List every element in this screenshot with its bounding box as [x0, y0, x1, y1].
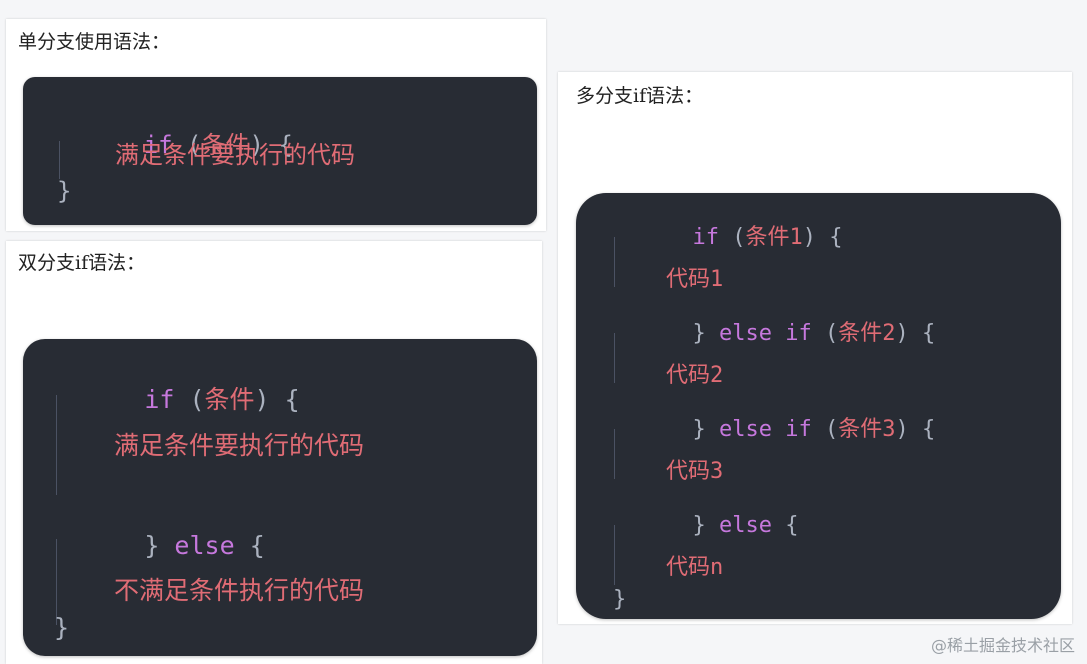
open-brace: { — [771, 513, 799, 538]
indent-guide — [56, 539, 57, 625]
close-paren-brace: ) { — [895, 321, 936, 346]
code-line-close-brace: } — [613, 587, 627, 612]
code-line-else-if-3: } else if (条件3) { — [613, 397, 935, 463]
multi-branch-code-block: if (条件1) { 代码1 } else if (条件2) { 代码2 } e… — [576, 193, 1061, 619]
keyword-else: else — [174, 531, 235, 560]
indent-guide — [614, 333, 615, 383]
code-line-else-body: 不满足条件执行的代码 — [114, 576, 365, 605]
code-line-if: if (条件) { — [54, 362, 300, 437]
code-line-else: } else { — [54, 508, 265, 583]
open-paren: ( — [174, 385, 205, 414]
open-paren: ( — [811, 417, 839, 442]
single-branch-panel: 单分支使用语法： if (条件) { 满足条件要执行的代码 } — [6, 19, 546, 231]
condition-text: 条件3 — [838, 417, 896, 442]
double-branch-caption: 双分支if语法： — [18, 252, 146, 274]
keyword-if: if — [144, 385, 175, 414]
close-paren-brace: ) { — [895, 417, 936, 442]
code-line-body: 满足条件要执行的代码 — [115, 141, 355, 169]
code-line-if: if (条件) { — [57, 109, 293, 181]
indent-guide — [56, 395, 57, 495]
multi-branch-caption: 多分支if语法： — [576, 85, 704, 107]
keyword-if: if — [692, 225, 719, 250]
code-line-body-2: 代码2 — [666, 363, 724, 388]
close-brace: } — [692, 417, 719, 442]
open-brace: { — [234, 531, 265, 560]
close-brace: } — [144, 531, 175, 560]
code-line-close-brace: } — [54, 613, 70, 642]
condition-text: 条件2 — [838, 321, 896, 346]
watermark: @稀土掘金技术社区 — [930, 636, 1075, 655]
code-line-body-n: 代码n — [666, 555, 724, 580]
keyword-else: else — [718, 513, 772, 538]
code-line-body: 满足条件要执行的代码 — [114, 431, 365, 460]
condition-text: 条件 — [204, 385, 255, 414]
keyword-else-if: else if — [718, 417, 812, 442]
indent-guide — [614, 525, 615, 585]
double-branch-panel: 双分支if语法： if (条件) { 满足条件要执行的代码 } else { 不… — [6, 241, 542, 664]
condition-text: 条件 — [201, 131, 250, 159]
single-branch-caption: 单分支使用语法： — [18, 31, 171, 53]
double-branch-code-block: if (条件) { 满足条件要执行的代码 } else { 不满足条件执行的代码… — [23, 339, 537, 656]
open-paren: ( — [718, 225, 746, 250]
close-brace: } — [692, 513, 719, 538]
indent-guide — [614, 429, 615, 479]
condition-text: 条件1 — [745, 225, 803, 250]
indent-guide — [59, 141, 60, 179]
code-line-else-if-2: } else if (条件2) { — [613, 301, 935, 367]
open-paren: ( — [811, 321, 839, 346]
keyword-if: if — [143, 131, 173, 159]
code-line-body-3: 代码3 — [666, 459, 724, 484]
close-paren-brace: ) { — [802, 225, 843, 250]
close-paren-brace: ) { — [249, 131, 293, 159]
code-line-if: if (条件1) { — [613, 205, 842, 271]
indent-guide — [614, 237, 615, 287]
code-line-close-brace: } — [57, 177, 72, 205]
code-line-body-1: 代码1 — [666, 267, 724, 292]
close-paren-brace: ) { — [254, 385, 300, 414]
close-brace: } — [692, 321, 719, 346]
keyword-else-if: else if — [718, 321, 812, 346]
code-line-else: } else { — [613, 493, 798, 559]
open-paren: ( — [172, 131, 202, 159]
single-branch-code-block: if (条件) { 满足条件要执行的代码 } — [23, 77, 537, 225]
multi-branch-panel: 多分支if语法： if (条件1) { 代码1 } else if (条件2) … — [558, 72, 1072, 624]
